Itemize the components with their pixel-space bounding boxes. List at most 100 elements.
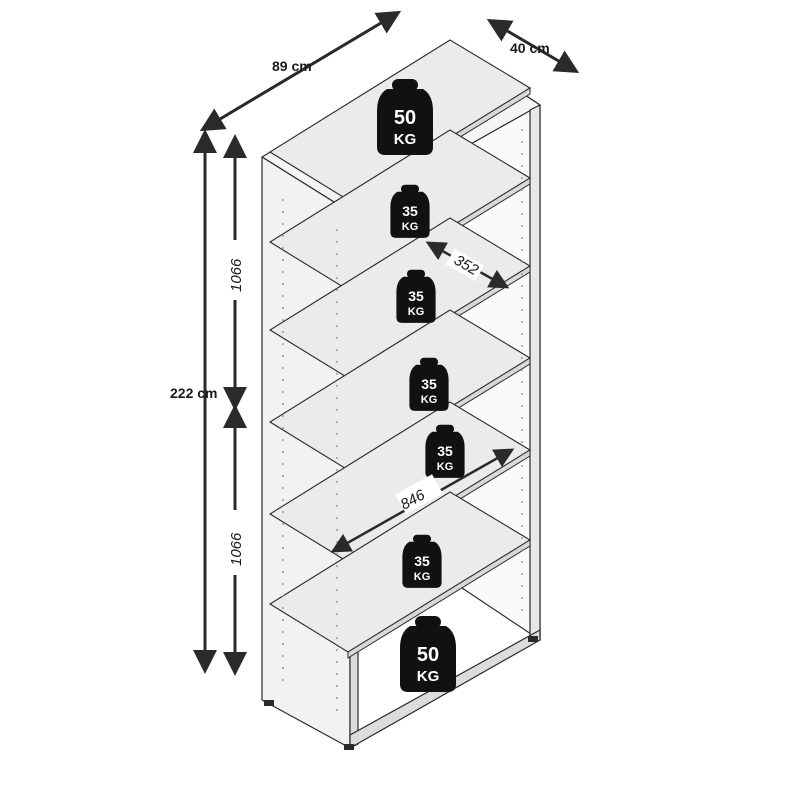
weight-value: 35 [421, 376, 437, 392]
pin-hole [336, 625, 338, 627]
weight-unit: KG [437, 461, 454, 473]
height-label: 222 cm [170, 385, 217, 401]
pin-hole [282, 655, 284, 657]
pin-hole [282, 667, 284, 669]
pin-hole [521, 393, 523, 395]
pin-hole [282, 547, 284, 549]
pin-hole [336, 265, 338, 267]
pin-hole [336, 385, 338, 387]
pin-hole [521, 501, 523, 503]
weight-body [402, 541, 442, 588]
pin-hole [282, 307, 284, 309]
depth-arrow [486, 18, 580, 74]
pin-hole [282, 403, 284, 405]
weight-value: 50 [417, 644, 439, 666]
pin-hole [336, 445, 338, 447]
pin-hole [521, 549, 523, 551]
pin-hole [282, 463, 284, 465]
pin-hole [282, 631, 284, 633]
pin-hole [282, 499, 284, 501]
shelf-pin-holes [282, 129, 523, 711]
pin-hole [521, 345, 523, 347]
lower-section-label: 1066 [228, 532, 245, 566]
pin-hole [521, 417, 523, 419]
pin-hole [282, 283, 284, 285]
weight-body [409, 364, 449, 411]
pin-hole [336, 565, 338, 567]
pin-hole [521, 609, 523, 611]
pin-hole [521, 333, 523, 335]
pin-hole [282, 355, 284, 357]
pin-hole [282, 523, 284, 525]
pin-hole [282, 439, 284, 441]
pin-hole [282, 571, 284, 573]
pin-hole [521, 489, 523, 491]
pin-hole [282, 295, 284, 297]
pin-hole [282, 619, 284, 621]
shelf-front-edge [347, 539, 531, 659]
pin-hole [282, 511, 284, 513]
pin-hole [336, 337, 338, 339]
pin-hole [336, 673, 338, 675]
pin-hole [282, 199, 284, 201]
pin-hole [521, 285, 523, 287]
pin-hole [336, 493, 338, 495]
pin-hole [336, 601, 338, 603]
pin-hole [521, 429, 523, 431]
pin-hole [521, 273, 523, 275]
pin-hole [521, 261, 523, 263]
pin-hole [521, 309, 523, 311]
width-arrow [199, 10, 402, 132]
weight-value: 35 [402, 203, 418, 219]
foot-front [344, 744, 354, 750]
weight-value: 35 [437, 443, 453, 459]
pin-hole [282, 415, 284, 417]
weight-handle [415, 616, 441, 628]
pin-hole [521, 585, 523, 587]
pin-hole [521, 441, 523, 443]
pin-hole [282, 211, 284, 213]
pin-hole [336, 589, 338, 591]
pin-hole [521, 165, 523, 167]
pin-hole [336, 301, 338, 303]
pin-hole [521, 561, 523, 563]
pin-hole [521, 537, 523, 539]
pin-hole [521, 525, 523, 527]
pin-hole [336, 433, 338, 435]
weight-value: 35 [408, 288, 424, 304]
weight-body [390, 191, 430, 238]
pin-hole [282, 391, 284, 393]
depth-label: 40 cm [510, 40, 550, 56]
weight-handle [400, 184, 420, 194]
pin-hole [521, 357, 523, 359]
pin-hole [336, 457, 338, 459]
pin-hole [521, 177, 523, 179]
pin-hole [282, 259, 284, 261]
pin-hole [521, 141, 523, 143]
pin-hole [336, 361, 338, 363]
pin-hole [336, 229, 338, 231]
pin-hole [336, 505, 338, 507]
pin-hole [521, 477, 523, 479]
pin-hole [336, 613, 338, 615]
pin-hole [282, 643, 284, 645]
weight-unit: KG [408, 306, 425, 318]
pin-hole [336, 241, 338, 243]
pin-hole [336, 649, 338, 651]
pin-hole [282, 427, 284, 429]
pin-hole [336, 397, 338, 399]
pin-hole [521, 237, 523, 239]
weight-unit: KG [394, 131, 417, 148]
pin-hole [336, 709, 338, 711]
width-label: 89 cm [272, 58, 312, 74]
pin-hole [282, 559, 284, 561]
pin-hole [521, 465, 523, 467]
pin-hole [282, 235, 284, 237]
pin-hole [521, 381, 523, 383]
weight-unit: KG [417, 668, 440, 685]
weight-unit: KG [402, 221, 419, 233]
